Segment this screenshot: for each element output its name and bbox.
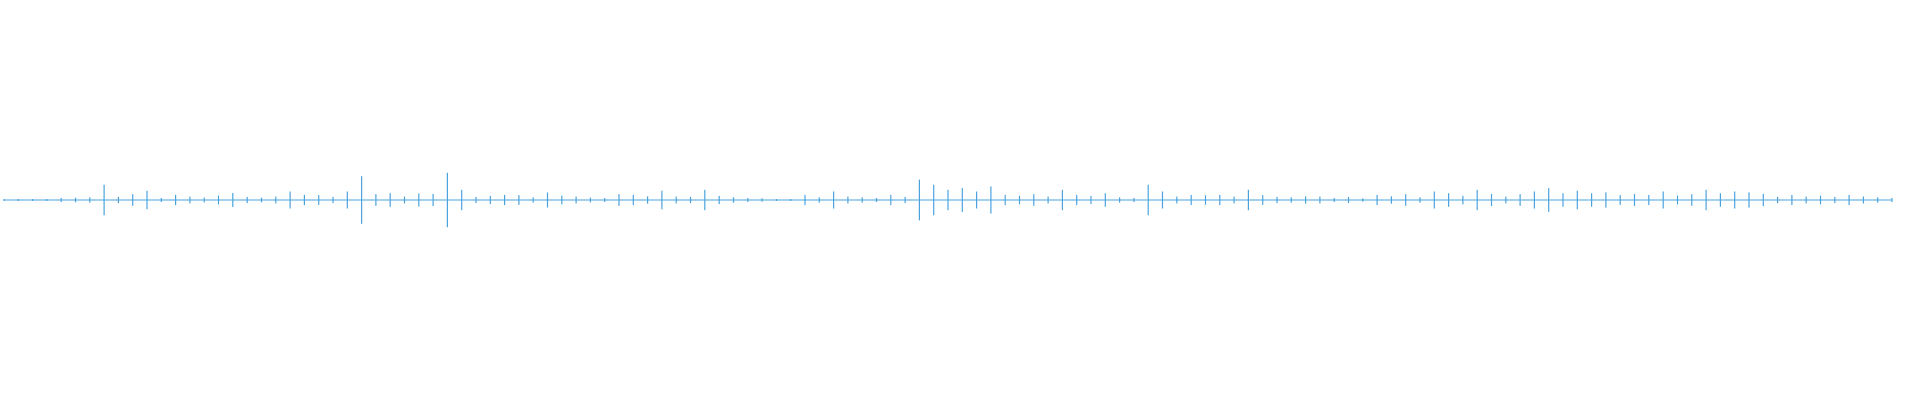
- waveform-bars: [3, 172, 1893, 228]
